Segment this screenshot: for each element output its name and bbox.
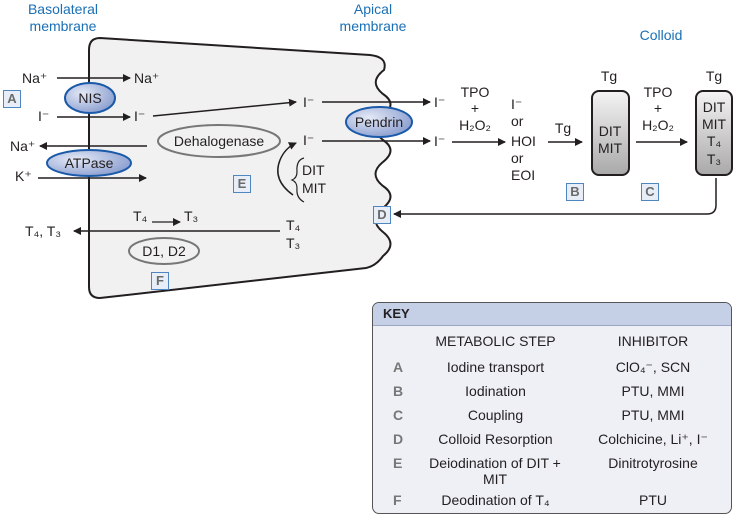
- pendrin-transporter: [345, 106, 413, 138]
- key-step: Deodination of T₄: [441, 492, 550, 508]
- recycle-arrow: [277, 142, 297, 196]
- key-inhibitor: ClO₄⁻, SCN: [615, 359, 691, 375]
- dehalogenase-label: Dehalogenase: [174, 133, 265, 149]
- na-exit: Na⁺: [10, 138, 35, 154]
- key-panel: KEY METABOLIC STEP INHIBITOR A Iodine tr…: [372, 302, 732, 514]
- conversion-t4: T₄: [133, 208, 148, 224]
- tg-box2: [695, 90, 733, 176]
- apical-label-2: membrane: [340, 18, 407, 34]
- badge-b: B: [566, 183, 584, 201]
- basolateral-label-2: membrane: [30, 18, 97, 34]
- badge-c: C: [641, 183, 659, 201]
- key-inhibitor: PTU, MMI: [621, 407, 685, 423]
- na-outside: Na⁺: [22, 70, 47, 86]
- released-t3: T₃: [286, 235, 300, 251]
- iodide-mid-top: I⁻: [303, 94, 314, 110]
- key-letter: D: [393, 431, 404, 447]
- apical-label-1: Apical: [354, 1, 392, 17]
- badge-f: F: [151, 272, 169, 290]
- coupling-tpo: TPO: [644, 84, 673, 100]
- key-inhibitor: PTU, MMI: [621, 383, 685, 399]
- tg-box1-dit: DIT: [599, 123, 622, 139]
- key-letter: A: [393, 359, 404, 375]
- tg-box2-t3: T₃: [707, 151, 721, 167]
- badge-e: E: [233, 175, 251, 193]
- pendrin-label: Pendrin: [355, 114, 403, 130]
- key-col-inhibitor: INHIBITOR: [617, 333, 689, 349]
- key-inhibitor: Dinitrotyrosine: [608, 455, 698, 471]
- tg-box1-mit: MIT: [598, 140, 623, 156]
- iodide-mid-bottom: I⁻: [303, 132, 314, 148]
- key-step: Colloid Resorption: [438, 431, 553, 447]
- coupling-plus: +: [654, 100, 662, 116]
- key-col-step: METABOLIC STEP: [435, 333, 556, 349]
- basolateral-label-1: Basolateral: [28, 1, 98, 17]
- coupling-h2o2: H₂O₂: [642, 117, 674, 133]
- k-outside: K⁺: [15, 168, 32, 184]
- tg-box1-title: Tg: [601, 68, 617, 84]
- tg-box2-title: Tg: [706, 68, 722, 84]
- conversion-t3: T₃: [184, 208, 198, 224]
- tg-box1: [591, 90, 630, 176]
- deiodinase-enzyme: [128, 237, 200, 265]
- resorption-arrow: [393, 178, 717, 218]
- oxidized-3: HOI: [511, 133, 536, 149]
- oxidized-2: or: [511, 113, 524, 129]
- oxidized-4: or: [511, 150, 524, 166]
- key-step: Iodination: [465, 383, 526, 399]
- key-letter: E: [393, 455, 403, 471]
- oxidized-1: I⁻: [511, 96, 522, 112]
- key-letter: C: [393, 407, 404, 423]
- iodide-apical-bottom: I⁻: [434, 133, 445, 149]
- hormones-exit: T₄, T₃: [25, 223, 61, 239]
- key-letter: B: [393, 383, 404, 399]
- dehalogenase-enzyme: [157, 124, 281, 158]
- badge-d: D: [373, 206, 391, 224]
- tg-arrow-label: Tg: [555, 120, 571, 136]
- tg-box2-dit: DIT: [703, 99, 726, 115]
- key-step: Coupling: [467, 407, 524, 423]
- tg-box2-mit: MIT: [702, 116, 727, 132]
- h2o2-label: H₂O₂: [459, 117, 491, 133]
- tg-box2-t4: T₄: [707, 133, 722, 149]
- iodide-inside: I⁻: [134, 108, 145, 124]
- oxidized-5: EOI: [511, 167, 535, 183]
- nis-label: NIS: [78, 90, 101, 106]
- follicular-cell: [88, 36, 392, 300]
- key-inhibitor: PTU: [639, 492, 667, 508]
- key-title: KEY: [373, 303, 731, 326]
- plus-label: +: [471, 100, 479, 116]
- nis-transporter: [64, 82, 116, 114]
- recycle-mit: MIT: [302, 180, 327, 196]
- key-inhibitor: Colchicine, Li⁺, I⁻: [598, 431, 708, 447]
- atpase-pump: [46, 149, 132, 177]
- colloid-label: Colloid: [640, 27, 683, 43]
- recycle-dit: DIT: [302, 162, 325, 178]
- atpase-label: ATPase: [65, 155, 114, 171]
- key-step: Deiodination of DIT + MIT: [429, 455, 561, 487]
- released-t4: T₄: [286, 217, 301, 233]
- brace: [290, 157, 305, 203]
- iodide-apical-top: I⁻: [434, 94, 445, 110]
- iodide-transit-arrow: [152, 98, 297, 117]
- deiodinase-label: D1, D2: [142, 243, 186, 259]
- na-inside: Na⁺: [134, 70, 159, 86]
- tpo-label: TPO: [461, 84, 490, 100]
- key-letter: F: [393, 492, 402, 508]
- key-step: Iodine transport: [446, 359, 545, 375]
- badge-a: A: [3, 90, 21, 108]
- iodide-outside: I⁻: [38, 108, 49, 124]
